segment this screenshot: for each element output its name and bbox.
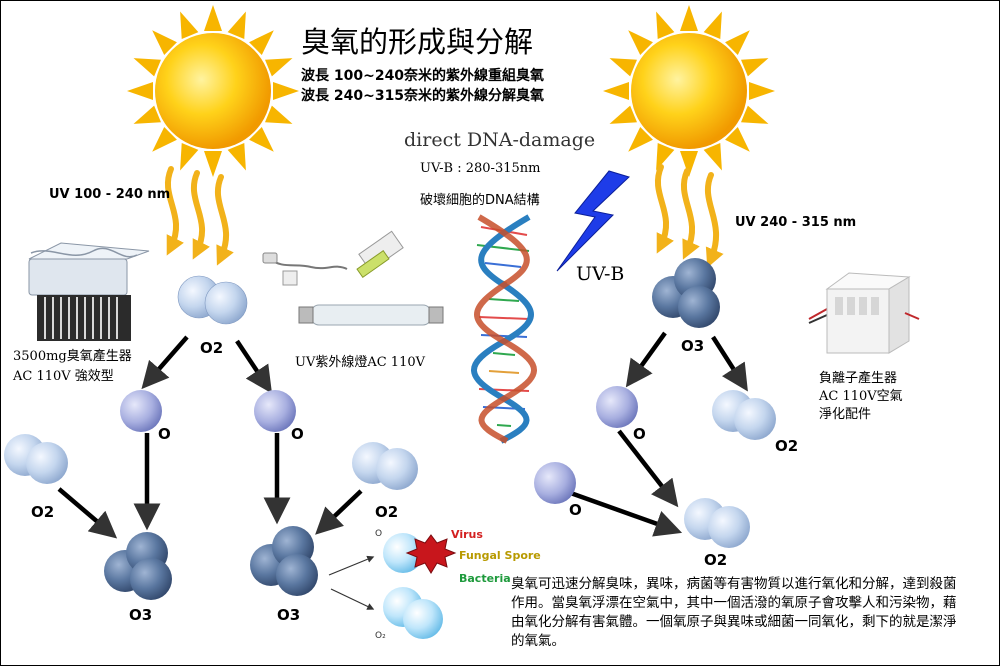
thin-arrows: [328, 555, 375, 610]
uvb-range-label: UV-B : 280-315nm: [420, 161, 541, 176]
ozone-generator-caption-2: AC 110V 強效型: [13, 369, 114, 384]
o2-label-mid: O2: [375, 503, 399, 521]
page-title: 臭氧的形成與分解: [301, 25, 534, 59]
o-label-mid: O: [291, 425, 304, 443]
uv-left-label: UV 100 - 240 nm: [49, 187, 171, 202]
ion-generator-image: [808, 272, 920, 354]
virus-icon: [405, 534, 457, 574]
o-label-right-a: O: [633, 425, 646, 443]
o3-label-left: O3: [129, 606, 153, 624]
o-label-right-b: O: [569, 501, 582, 519]
o3-molecule-mid: [250, 526, 318, 596]
o2-molecule-bottom: [684, 498, 750, 548]
ion-generator-caption-2: AC 110V空氣: [819, 389, 903, 404]
o2-molecule-right: [712, 390, 776, 440]
o2-label-top: O2: [200, 339, 224, 357]
uv-lamp-caption: UV紫外線燈AC 110V: [295, 355, 426, 370]
o2-label-left: O2: [31, 503, 55, 521]
o3-molecule-top: [652, 258, 720, 328]
fungal-spore-label: Fungal Spore: [459, 549, 541, 562]
sun-right-icon: [603, 5, 775, 177]
o2-label-bottom: O2: [704, 551, 728, 569]
ozone-generator-image: [28, 242, 150, 341]
uv-lamp-image: [262, 230, 444, 326]
o3-label-mid: O3: [277, 606, 301, 624]
lightning-icon: [556, 170, 630, 272]
dna-desc-label: 破壞細胞的DNA結構: [420, 193, 540, 208]
uv-rays-left: [164, 166, 234, 266]
description-paragraph: 臭氧可迅速分解臭味，異味，病菌等有害物質以進行氧化和分解，達到殺菌作用。當臭氧浮…: [511, 576, 957, 649]
o-atom-right-b: [534, 462, 576, 504]
sun-left-icon: [127, 5, 299, 177]
o2-label-right: O2: [775, 437, 799, 455]
flow-arrows: [57, 331, 748, 539]
ozone-generator-caption-1: 3500mg臭氧產生器: [13, 349, 132, 364]
o3-molecule-left: [104, 532, 172, 600]
uvb-label: UV-B: [576, 263, 625, 285]
subtitle-line-2: 波長 240~315奈米的紫外線分解臭氧: [301, 88, 545, 104]
o2-molecule-mid: [352, 442, 418, 490]
ion-generator-caption-1: 負離子產生器: [819, 371, 898, 386]
o2-small-label: O₂: [375, 631, 386, 641]
o2-molecule-left: [4, 434, 68, 484]
o-atom-mid: [254, 390, 296, 432]
dna-heading: direct DNA-damage: [404, 129, 596, 151]
dna-helix-icon: [471, 214, 537, 444]
o-attack-group: [383, 533, 457, 639]
bacteria-label: Bacteria: [459, 572, 511, 585]
o-atom-left: [120, 390, 162, 432]
o2-molecule-top: [177, 275, 248, 325]
uv-rays-right: [654, 164, 724, 268]
o3-label-top: O3: [681, 337, 705, 355]
subtitle-line-1: 波長 100~240奈米的紫外線重組臭氧: [301, 68, 545, 84]
o-small-label: O: [375, 529, 383, 539]
o-label-left: O: [158, 425, 171, 443]
virus-label: Virus: [451, 528, 483, 541]
o-atom-right-a: [596, 386, 638, 428]
uv-right-label: UV 240 - 315 nm: [735, 215, 857, 230]
ion-generator-caption-3: 淨化配件: [819, 407, 872, 422]
